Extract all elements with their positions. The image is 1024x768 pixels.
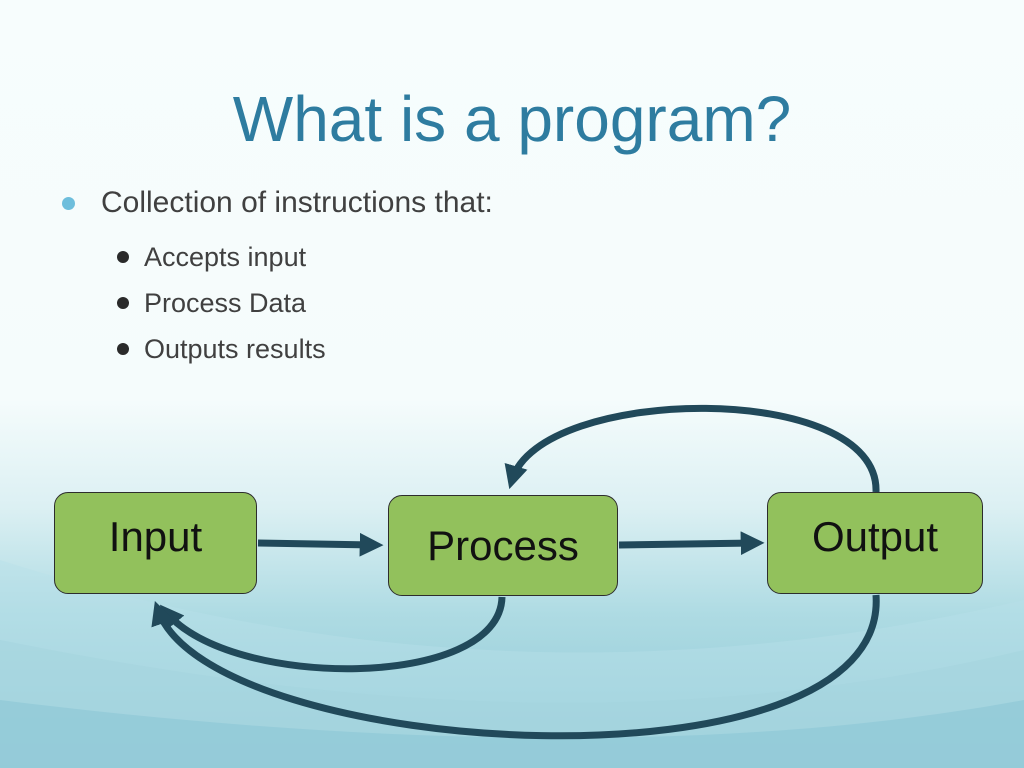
process-node: Process — [388, 495, 618, 596]
output-node: Output — [767, 492, 983, 594]
sub-bullet-text: Outputs results — [144, 333, 326, 364]
sub-bullet-dot-icon — [117, 343, 129, 355]
sub-bullet-text: Process Data — [144, 287, 307, 318]
bullet-item: Collection of instructions that: — [62, 186, 493, 220]
bullet-text: Collection of instructions that: — [101, 186, 493, 219]
input-node-label: Input — [108, 513, 203, 560]
sub-bullet-item: Outputs results — [117, 326, 493, 372]
sub-bullet-item: Process Data — [117, 280, 493, 326]
sub-bullet-text: Accepts input — [144, 241, 307, 272]
process-node-label: Process — [427, 521, 579, 569]
sub-bullet-item: Accepts input — [117, 234, 493, 280]
sub-bullet-dot-icon — [117, 251, 129, 263]
bullet-list: Collection of instructions that: Accepts… — [62, 186, 493, 372]
bullet-dot-icon — [62, 197, 75, 210]
sub-bullet-list: Accepts input Process Data Outputs resul… — [117, 234, 493, 372]
sub-bullet-dot-icon — [117, 297, 129, 309]
slide-title: What is a program? — [232, 83, 792, 155]
output-node-label: Output — [811, 513, 939, 560]
input-node: Input — [54, 492, 257, 594]
